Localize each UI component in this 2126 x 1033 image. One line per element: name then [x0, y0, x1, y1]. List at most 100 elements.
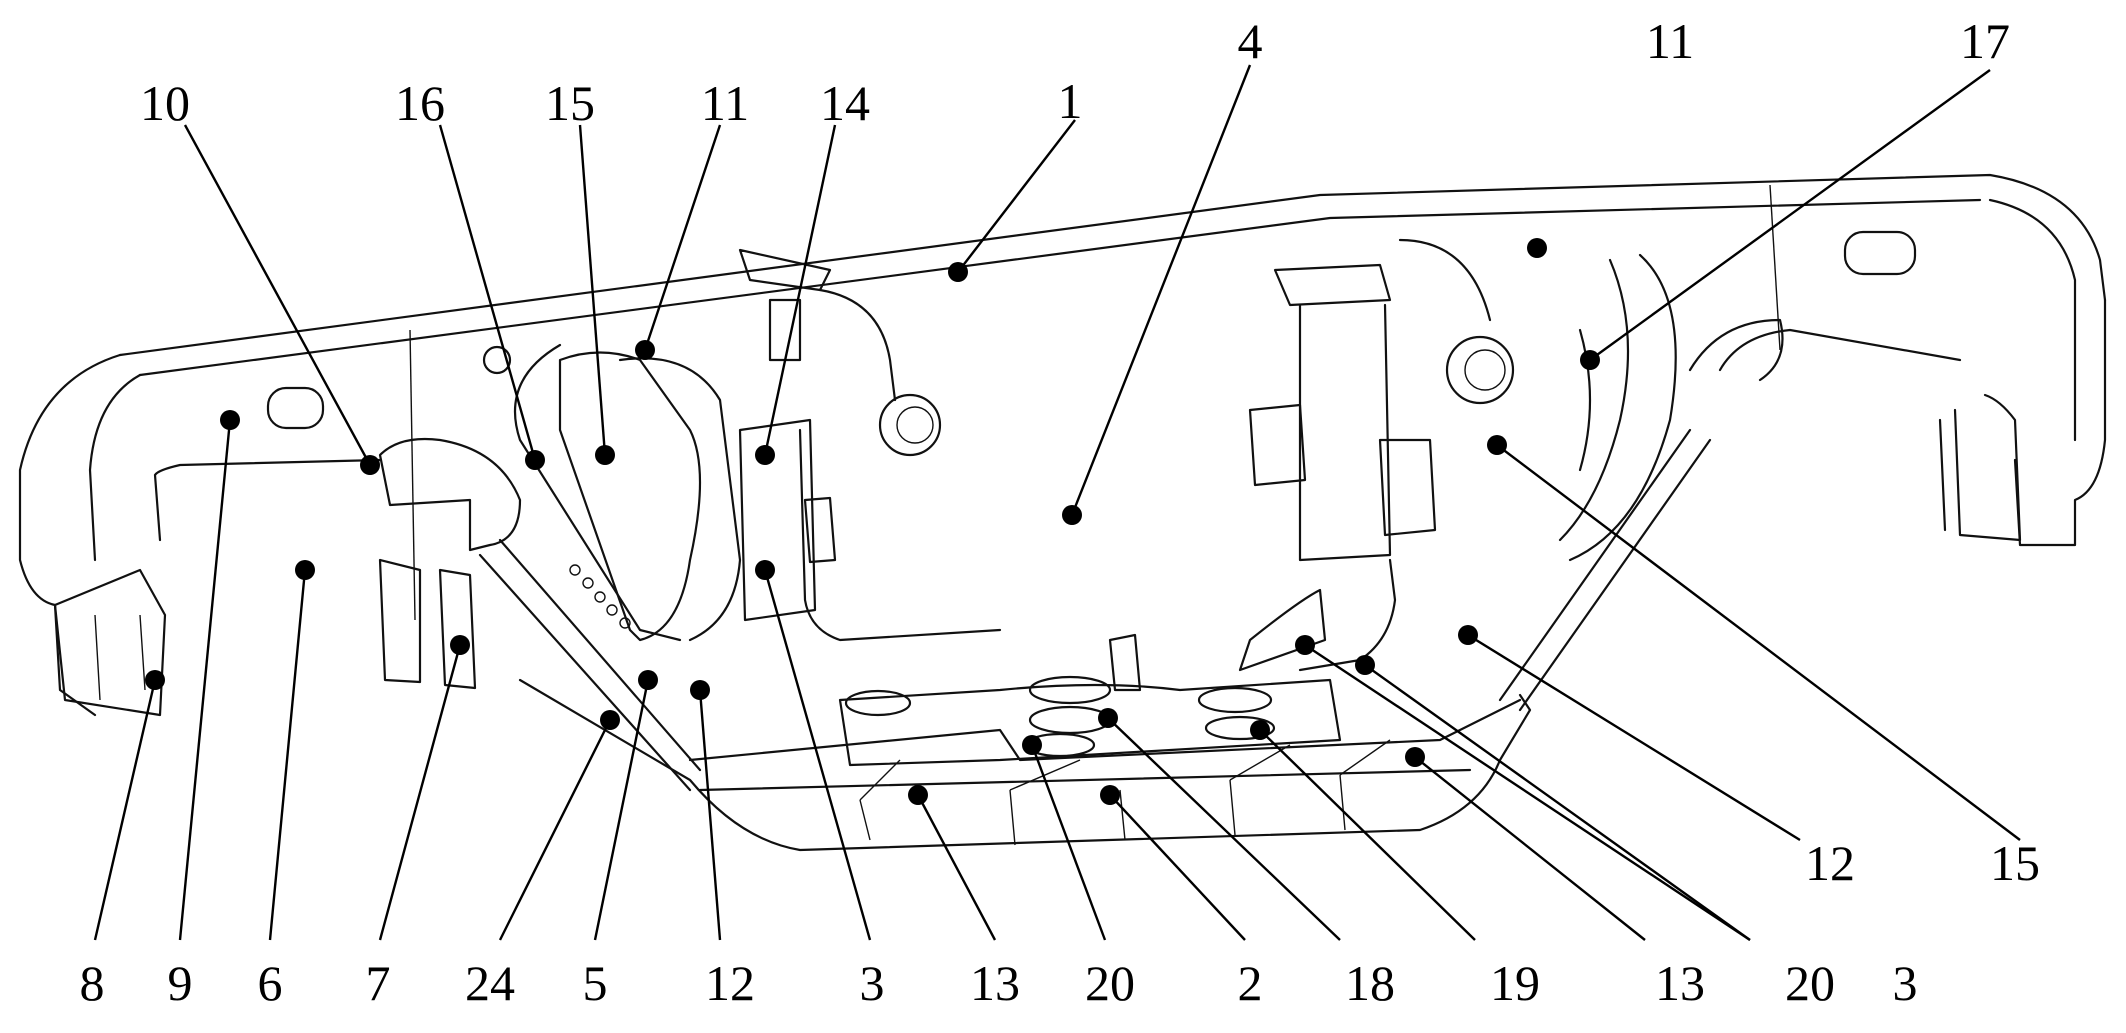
section-line-right — [1769, 184, 1781, 351]
dot-6 — [295, 560, 315, 580]
lower-beam-top — [688, 698, 1522, 762]
dot-20b-1 — [1295, 635, 1315, 655]
label-15-top: 15 — [545, 75, 595, 131]
dot-14 — [755, 445, 775, 465]
dot-7 — [450, 635, 470, 655]
left-end — [18, 353, 122, 717]
dot-1 — [948, 262, 968, 282]
dot-20b-2 — [1355, 655, 1375, 675]
dot-24 — [600, 710, 620, 730]
left-window — [558, 351, 702, 642]
leader-24 — [498, 719, 612, 941]
top-rail-inner — [138, 198, 1982, 377]
leader-13b — [1414, 756, 1646, 941]
lower-beam — [478, 428, 1712, 852]
leader-20b-1 — [1304, 643, 1751, 942]
spring-seat-b — [1028, 675, 1112, 705]
leader-15a — [578, 124, 607, 456]
dot-15a — [595, 445, 615, 465]
leader-4 — [1070, 64, 1252, 516]
label-4: 4 — [1238, 13, 1263, 69]
reference-numerals: 10 16 15 11 14 1 4 11 17 12 15 8 9 6 7 2… — [80, 13, 2041, 1011]
leader-8 — [93, 679, 157, 941]
left-arc-guard — [513, 343, 682, 642]
label-7: 7 — [366, 955, 391, 1011]
left-slot — [266, 386, 325, 430]
frame-body — [18, 173, 2107, 717]
dot-12a — [690, 680, 710, 700]
center-plate — [838, 678, 1342, 767]
dot-9 — [220, 410, 240, 430]
label-6: 6 — [258, 955, 283, 1011]
right-arc-plate-outer — [1568, 253, 1677, 562]
label-11-top-left: 11 — [701, 75, 749, 131]
left-pedestal-slot — [94, 614, 146, 701]
right-end-inner — [1988, 198, 2077, 442]
left-guide-block — [378, 558, 422, 684]
right-pedestal — [1953, 393, 2022, 542]
leader-7 — [378, 644, 462, 941]
lower-beam-web — [698, 768, 1472, 792]
center-stub — [1108, 633, 1142, 692]
center-web-left — [798, 428, 1002, 642]
leader-12a — [698, 689, 722, 941]
right-pin-boss-inner — [1464, 349, 1506, 391]
label-1: 1 — [1058, 73, 1083, 129]
label-10: 10 — [140, 75, 190, 131]
dot-20a — [1022, 735, 1042, 755]
leader-15b — [1496, 444, 2021, 841]
leader-9 — [178, 419, 232, 941]
dot-13b — [1405, 747, 1425, 767]
right-top-plate — [1273, 263, 1392, 307]
spring-seat-f — [1204, 715, 1276, 741]
leader-10 — [183, 124, 372, 466]
label-3-bottom-right: 3 — [1893, 955, 1918, 1011]
right-pedestal-b — [1938, 418, 1947, 532]
leader-6 — [268, 569, 307, 941]
reference-dots — [145, 238, 1600, 805]
center-web-right — [1298, 558, 1397, 672]
dot-8 — [145, 670, 165, 690]
right-curved-shoe — [1238, 588, 1327, 672]
hole-row — [569, 564, 631, 629]
label-5: 5 — [583, 955, 608, 1011]
left-pedestal — [53, 568, 167, 717]
leader-11a — [643, 124, 722, 351]
label-8: 8 — [80, 955, 105, 1011]
leader-2 — [1109, 794, 1246, 941]
label-16: 16 — [395, 75, 445, 131]
dot-10 — [360, 455, 380, 475]
label-13-bottom-right: 13 — [1655, 955, 1705, 1011]
left-latch — [803, 496, 837, 564]
left-diagonal-strut — [478, 538, 702, 792]
dot-16 — [525, 450, 545, 470]
left-bolt-lug — [482, 345, 512, 375]
left-vertical-bracket — [738, 418, 817, 622]
top-socket-arm — [818, 288, 897, 402]
label-9: 9 — [168, 955, 193, 1011]
leader-17 — [1589, 69, 1991, 361]
top-rail — [118, 173, 2107, 357]
dot-11a — [635, 340, 655, 360]
leader-20a — [1030, 744, 1107, 941]
label-12-bottom: 12 — [705, 955, 755, 1011]
right-column — [1298, 303, 1392, 562]
dot-5 — [638, 670, 658, 690]
right-slot — [1843, 230, 1917, 276]
right-guide-lower — [1378, 438, 1437, 537]
label-2: 2 — [1238, 955, 1263, 1011]
dot-19 — [1250, 720, 1270, 740]
label-24: 24 — [465, 955, 515, 1011]
dot-17 — [1580, 350, 1600, 370]
left-pin-boss — [878, 393, 942, 457]
leader-13a — [916, 794, 997, 941]
leader-lines — [93, 64, 2021, 942]
left-end-inner — [88, 373, 142, 562]
leader-5 — [593, 679, 650, 941]
dot-15b — [1487, 435, 1507, 455]
lower-beam-diagonals — [859, 739, 1391, 801]
leader-18 — [1107, 717, 1341, 941]
label-11-top-right: 11 — [1646, 13, 1694, 69]
leader-20b-2 — [1364, 664, 1751, 941]
dot-3a — [755, 560, 775, 580]
